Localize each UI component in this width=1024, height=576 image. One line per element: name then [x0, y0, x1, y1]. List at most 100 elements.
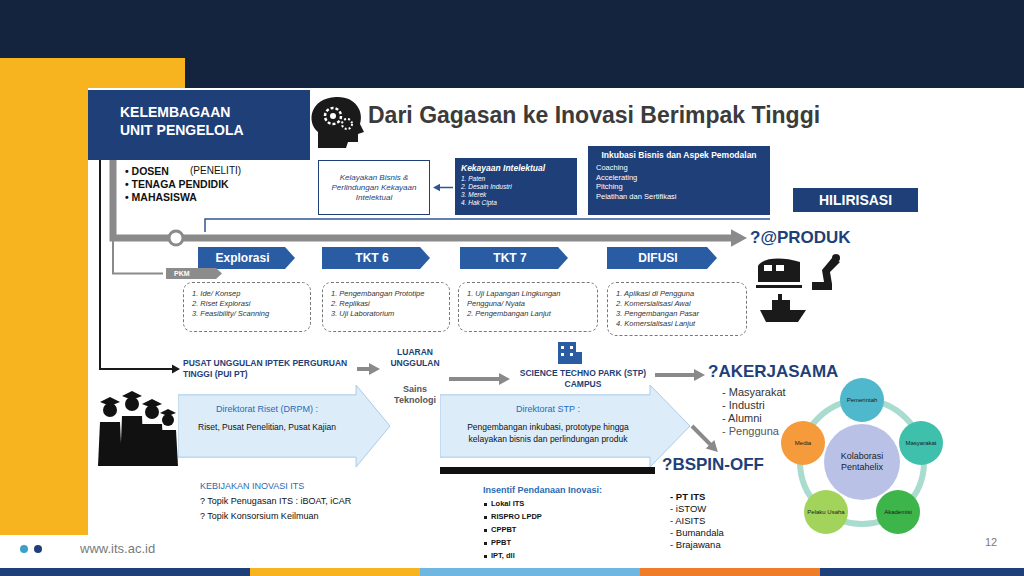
node-text: 3. Pengembangan Pasar — [616, 309, 738, 319]
connector — [357, 367, 370, 371]
step-list: 1. Ide/ Konsep2. Riset Explorasi3. Feasi… — [183, 282, 311, 332]
bullet-text: • MAHASISWA — [125, 191, 197, 203]
white-panel — [88, 88, 1024, 535]
stage-arrow: TKT 6 — [322, 247, 430, 269]
slide-title: Dari Gagasan ke Inovasi Berimpak Tinggi — [368, 102, 820, 129]
node-text: 1. Uji Lapangan Lingkungan Pengguna/ Nya… — [467, 289, 589, 309]
bracket-line — [205, 219, 770, 232]
node-text: 3. Feasibility/ Scanning — [192, 309, 302, 319]
node-text: Media — [795, 440, 811, 447]
node-text: KELEMBAGAAN UNIT PENGELOLA — [120, 103, 255, 139]
node-text: Inkubasi Bisnis dan Aspek Pemodalan — [596, 150, 762, 160]
list-text: - Brajawana — [670, 539, 721, 550]
head-icon — [312, 97, 364, 148]
helix-circle: Media — [781, 421, 825, 465]
list-text: - Pengguna — [722, 425, 779, 437]
node-text: 1. Ide/ Konsep — [192, 289, 302, 299]
node-text: Kekayaan Intelektual — [461, 163, 571, 173]
connector — [449, 377, 500, 381]
node-text: Coaching — [596, 163, 762, 173]
arrow-outline — [440, 385, 690, 467]
note-text: (PENELITI) — [190, 165, 241, 176]
node-text: ?@PRODUK — [750, 228, 874, 248]
start-circle — [169, 231, 183, 245]
step-list: 1. Pengembangan Prototipe2. Replikasi3. … — [322, 282, 450, 332]
output-heading: ?AKERJASAMA — [708, 362, 838, 382]
node-text: 3. Uji Laboratorium — [331, 309, 441, 319]
arrow-outline — [178, 385, 390, 467]
bottom-stripe — [250, 568, 420, 576]
header-box: KELEMBAGAAN UNIT PENGELOLA — [88, 90, 310, 160]
dot — [20, 545, 28, 553]
bullet-text: • DOSEN — [125, 165, 169, 177]
arrow-head — [731, 229, 747, 247]
list-text: - iSTOW — [670, 503, 706, 514]
connector — [655, 373, 695, 377]
insentif-bullets — [484, 503, 487, 558]
section-note: Insentif Pendanaan Inovasi: — [483, 485, 602, 495]
node-text: 1. Aplikasi di Pengguna — [616, 289, 738, 299]
bottom-stripe — [640, 568, 820, 576]
list-text: ? Topik Konsorsium Keilmuan — [200, 511, 318, 521]
small-arrow: PKM — [166, 268, 222, 279]
node-text: Direktorat STP : — [454, 403, 642, 415]
node-text: 2. Komersialisasi Awal — [616, 299, 738, 309]
arrow-head — [499, 373, 510, 385]
arrow-head — [369, 363, 380, 375]
output-heading: ?@PRODUK — [750, 228, 874, 248]
stage-arrow: TKT 7 — [460, 247, 568, 269]
node-text: Accelerating — [596, 173, 762, 183]
bottom-stripe — [820, 568, 1024, 576]
node-text: Pelatihan dan Sertifikasi — [596, 192, 762, 202]
flow-text: PUSAT UNGGULAN IPTEK PERGURUAN TINGGI (P… — [183, 358, 355, 380]
info-box: Kelayakan Bisnis & Perlindungan Kekayaan… — [318, 160, 430, 215]
node-text: HILIRISASI — [793, 188, 918, 212]
black-bar — [440, 467, 655, 474]
flow-text: SCIENCE TECHNO PARK (STP) CAMPUS — [513, 368, 653, 390]
helix-circle: Pemerintah — [840, 378, 884, 422]
arrow-head — [433, 184, 440, 192]
node-text: Riset, Pusat Penelitian, Pusat Kajian — [192, 421, 342, 433]
node-text: Direktorat Riset (DRPM) : — [192, 403, 342, 415]
node-text: SCIENCE TECHNO PARK (STP) CAMPUS — [513, 368, 653, 390]
flow-text: LUARAN UNGGULANSains Teknologi — [383, 347, 447, 406]
node-text: 3. Merek — [461, 191, 571, 199]
list-text: - Alumni — [722, 412, 762, 424]
connector — [692, 426, 711, 445]
footer-url: www.its.ac.id — [80, 541, 155, 556]
arrow-head — [172, 365, 180, 374]
step-list: 1. Aplikasi di Pengguna2. Komersialisasi… — [607, 282, 747, 336]
list-text: - AISITS — [670, 515, 705, 526]
node-text: Kolaborasi Pentahelix — [830, 451, 894, 473]
helix-circle: Pelaku Usaha — [804, 490, 848, 534]
node-text: DIFUSI — [607, 247, 709, 269]
node-text: Pengembangan inkubasi, prototype hingga … — [454, 421, 642, 445]
list-text: - Masyarakat — [722, 386, 786, 398]
node-text: Explorasi — [198, 247, 287, 269]
graduates-illustration — [98, 391, 178, 466]
step-list: 1. Uji Lapangan Lingkungan Pengguna/ Nya… — [458, 282, 598, 332]
list-text: - PT ITS — [670, 491, 705, 502]
output-heading: ?BSPIN-OFF — [662, 455, 786, 475]
list-text: RISPRO LPDP — [491, 512, 542, 521]
bottom-stripe — [420, 568, 640, 576]
list-text: Lokal ITS — [491, 499, 524, 508]
big-arrow: Direktorat STP : Pengembangan inkubasi, p… — [440, 385, 690, 467]
list-text: ? Topik Penugasan ITS : iBOAT, iCAR — [200, 496, 351, 506]
node-text: 2. Replikasi — [331, 299, 441, 309]
center-circle: Kolaborasi Pentahelix — [824, 424, 900, 500]
connector — [439, 187, 453, 189]
node-text: ?BSPIN-OFF — [662, 455, 786, 475]
section-box: HILIRISASI — [793, 188, 918, 212]
node-text: Akademisi — [884, 509, 912, 516]
node-text: Pitching — [596, 182, 762, 192]
node-text: TKT 7 — [460, 247, 560, 269]
node-text: Kelayakan Bisnis & Perlindungan Kekayaan… — [327, 173, 421, 203]
node-text: 1. Pengembangan Prototipe — [331, 289, 441, 299]
helix-circle: Akademisi — [876, 490, 920, 534]
arrow-head — [694, 369, 705, 381]
section-note: KEBIJAKAN INOVASI ITS — [200, 481, 304, 491]
node-text: Pemerintah — [847, 397, 878, 404]
node-text: PKM — [174, 268, 222, 279]
